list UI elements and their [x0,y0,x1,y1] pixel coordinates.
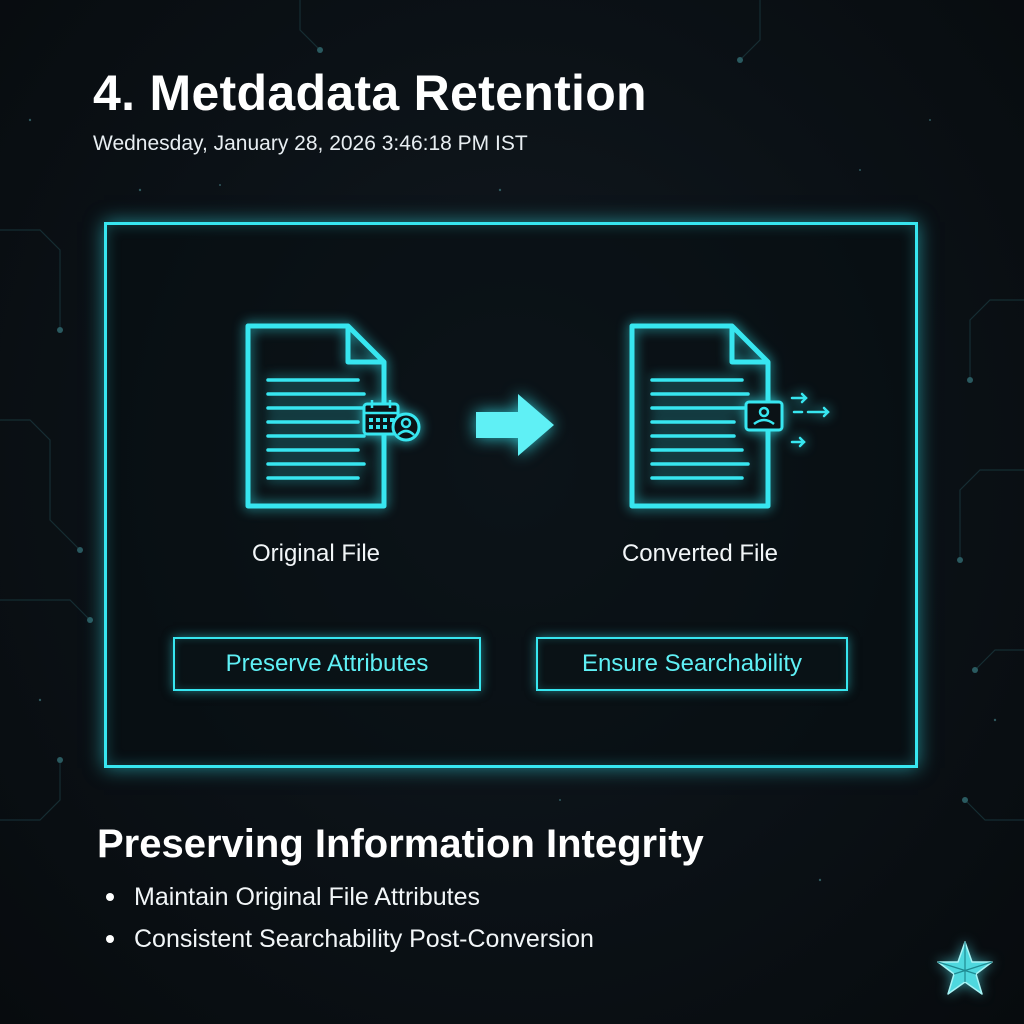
bullet-item: Consistent Searchability Post-Conversion [100,918,594,960]
original-document-icon [245,323,421,509]
bullet-text: Maintain Original File Attributes [134,883,480,911]
right-arrow-icon [476,394,554,456]
ensure-searchability-button[interactable]: Ensure Searchability [536,637,848,691]
converted-file-label: Converted File [621,540,779,567]
user-icon [391,412,421,442]
bullet-item: Maintain Original File Attributes [100,876,594,918]
motion-arrows-icon [790,392,830,448]
converted-document-icon [629,323,830,509]
preserve-attributes-button[interactable]: Preserve Attributes [173,637,481,691]
timestamp: Wednesday, January 28, 2026 3:46:18 PM I… [93,132,528,155]
section-heading: Preserving Information Integrity [97,822,704,866]
bullet-text: Consistent Searchability Post-Conversion [134,925,594,953]
image-card-icon [744,400,784,432]
bullet-list: Maintain Original File Attributes Consis… [100,876,594,960]
calendar-icon [362,400,400,436]
page-title: 4. Metdadata Retention [93,65,647,121]
star-logo-icon [937,941,993,995]
original-file-label: Original File [251,540,381,567]
bullet-dot [106,893,114,901]
bullet-dot [106,935,114,943]
